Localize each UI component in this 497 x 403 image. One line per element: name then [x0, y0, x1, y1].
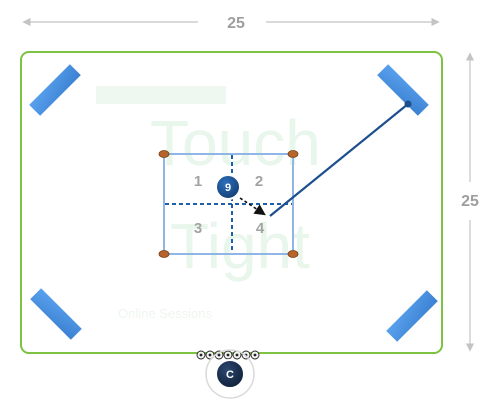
width-dimension: 25 — [22, 15, 440, 32]
goal-bottom-left — [26, 284, 86, 344]
watermark-line-3: Online Sessions — [118, 306, 212, 321]
coach[interactable]: C — [205, 349, 255, 399]
cone-icon — [158, 150, 299, 258]
dribble-arrow — [239, 197, 266, 216]
goal-bottom-right — [382, 286, 442, 346]
pass-line — [269, 103, 409, 217]
pass-end-dot — [404, 100, 412, 108]
cone-top-right — [287, 150, 299, 158]
watermark-bar — [96, 86, 226, 104]
player-number: 9 — [225, 182, 231, 194]
cone-bottom-right — [287, 250, 299, 258]
player-9[interactable]: 9 — [215, 174, 241, 200]
mini-goal-icon — [25, 60, 442, 346]
watermark-line-1: Touch — [150, 107, 321, 179]
quadrant-label-2: 2 — [255, 173, 263, 190]
quadrant-label-1: 1 — [194, 173, 202, 190]
cone-bottom-left — [158, 250, 170, 258]
ball — [205, 350, 215, 360]
grid-outline — [163, 153, 294, 255]
coach-label: C — [226, 369, 234, 381]
ball — [241, 350, 251, 360]
cone-top-left — [158, 150, 170, 158]
width-label: 25 — [227, 15, 245, 32]
quadrant-label-3: 3 — [194, 220, 202, 237]
ball — [250, 350, 260, 360]
height-label: 25 — [461, 193, 479, 210]
pitch-border — [20, 51, 443, 354]
coach-halo — [205, 349, 255, 399]
quadrant-label-4: 4 — [256, 220, 265, 237]
grid-square — [163, 153, 294, 255]
goal-top-left — [25, 60, 85, 120]
ball — [223, 350, 233, 360]
coach-circle — [215, 359, 245, 389]
watermark-line-2: Tight — [170, 210, 310, 282]
goal-top-right — [373, 60, 433, 120]
height-dimension: 25 — [461, 52, 479, 352]
ball — [196, 350, 206, 360]
player-circle — [215, 174, 241, 200]
